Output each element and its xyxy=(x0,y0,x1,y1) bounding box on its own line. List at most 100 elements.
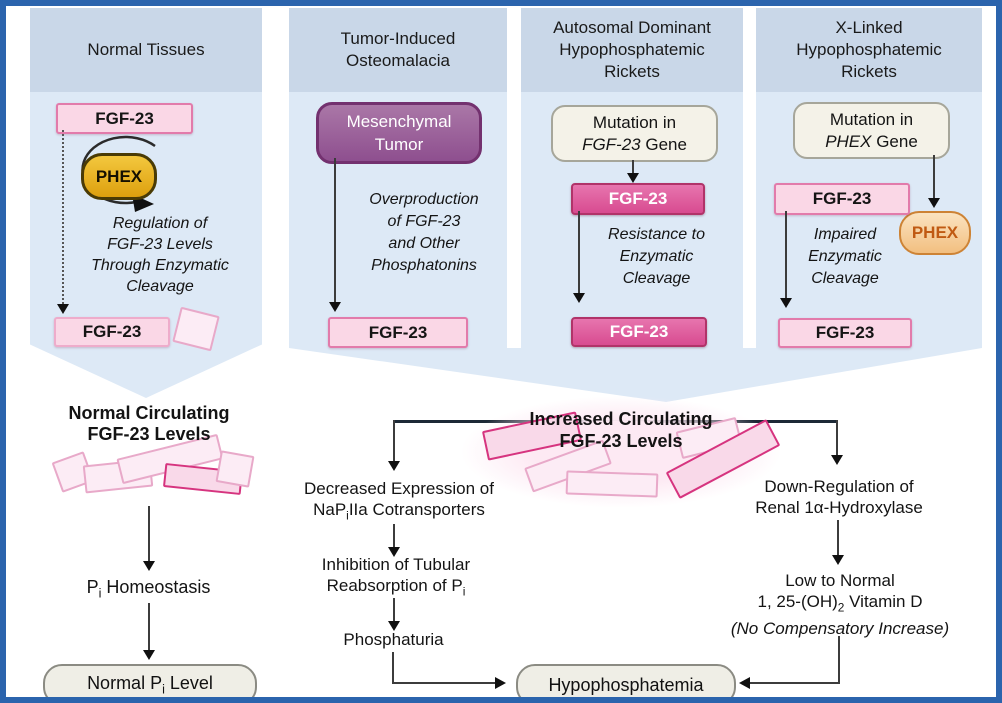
elbow-line xyxy=(392,682,496,684)
vitd-post: Vitamin D xyxy=(844,592,923,611)
fgf23-box-normal-top: FGF-23 xyxy=(56,103,193,134)
arrowhead-down-icon xyxy=(329,302,341,312)
arrowhead-down-icon xyxy=(57,304,69,314)
arrowhead-down-icon xyxy=(780,298,792,308)
phex-label: PHEX xyxy=(911,223,959,242)
line1: Decreased Expression of xyxy=(304,479,494,498)
mutation-gene-line: FGF-23 Gene xyxy=(582,134,687,156)
hypophosphatemia-box: Hypophosphatemia xyxy=(516,664,736,697)
fgf23-fragment xyxy=(565,470,659,498)
arrowhead-down-icon xyxy=(388,461,400,471)
pi-pre: Normal P xyxy=(87,673,163,694)
arrowhead-down-icon xyxy=(831,455,843,465)
phex-enzyme-xlh: PHEX xyxy=(899,211,971,255)
phex-label: PHEX xyxy=(95,166,143,186)
no-compensatory-note: (No Compensatory Increase) xyxy=(730,619,950,639)
fgf23-label: FGF-23 xyxy=(812,189,872,208)
pi-sub: i xyxy=(162,682,165,697)
elbow-line xyxy=(750,682,840,684)
overproduction-note: Overproduction of FGF-23 and Other Phosp… xyxy=(369,191,479,274)
gene-tail: Gene xyxy=(871,131,918,151)
phosphaturia-label: Phosphaturia xyxy=(343,630,444,649)
gene-name: FGF-23 xyxy=(582,134,641,154)
napi-pre: NaP xyxy=(313,500,347,519)
arrowhead-down-icon xyxy=(573,293,585,303)
vitamin-d-label: Low to Normal 1, 25-(OH)2 Vitamin D (No … xyxy=(706,570,974,639)
arrowhead-down-icon xyxy=(143,561,155,571)
pi-sub: i xyxy=(98,586,102,601)
column-title: X-Linked Hypophosphatemic Rickets xyxy=(796,18,942,81)
normal-circulating-title: Normal Circulating FGF-23 Levels xyxy=(68,403,230,444)
arrow-line xyxy=(837,520,839,556)
fgf23-box-tio: FGF-23 xyxy=(328,317,468,348)
pi-pre: Reabsorption of P xyxy=(326,576,463,595)
dotted-cleavage-line xyxy=(62,130,64,304)
mutation-intro: Mutation in xyxy=(829,109,914,129)
inhibition-label: Inhibition of Tubular Reabsorption of Pi xyxy=(296,554,496,602)
fgf23-box-adhr-bottom: FGF-23 xyxy=(571,317,707,347)
column-title: Autosomal Dominant Hypophosphatemic Rick… xyxy=(553,18,711,81)
hypophosphatemia-label: Hypophosphatemia xyxy=(548,674,704,695)
elbow-line xyxy=(838,636,840,684)
arrowhead-down-icon xyxy=(388,621,400,631)
arrow-line xyxy=(148,506,150,562)
arrowhead-down-icon xyxy=(388,547,400,557)
pi-pre: P xyxy=(86,577,99,597)
merge-funnel xyxy=(289,348,982,402)
mutation-gene-line: PHEX Gene xyxy=(825,131,918,153)
mesenchymal-tumor-box: Mesenchymal Tumor xyxy=(316,102,482,164)
arrowhead-left-icon xyxy=(739,677,750,689)
phex-enzyme-normal: PHEX xyxy=(81,153,157,200)
normal-pi-level-box: Normal Pi Level xyxy=(43,664,257,697)
fgf23-label: FGF-23 xyxy=(82,322,142,341)
arrowhead-down-icon xyxy=(627,173,639,183)
arrowhead-right-icon xyxy=(495,677,506,689)
fgf23-label: FGF-23 xyxy=(608,189,668,208)
pi-post: Homeostasis xyxy=(101,577,211,597)
arrowhead-down-icon xyxy=(928,198,940,208)
column-header-adhr: Autosomal Dominant Hypophosphatemic Rick… xyxy=(521,8,743,92)
decreased-expression-label: Decreased Expression of NaPiIIa Cotransp… xyxy=(294,478,504,526)
panel-normal-tissues xyxy=(30,92,262,398)
fgf23-box-adhr-top: FGF-23 xyxy=(571,183,705,215)
napi-post: IIa Cotransporters xyxy=(348,500,485,519)
fgf23-box-normal-bottom: FGF-23 xyxy=(54,317,170,347)
fgf23-label: FGF-23 xyxy=(368,322,428,342)
mutation-fgf23-gene-box: Mutation in FGF-23 Gene xyxy=(551,105,718,162)
regulation-note: Regulation of FGF-23 Levels Through Enzy… xyxy=(91,215,229,295)
arrowhead-down-icon xyxy=(143,650,155,660)
gene-name: PHEX xyxy=(825,131,872,151)
arrow-line xyxy=(393,598,395,622)
arrow-line xyxy=(578,211,580,294)
fgf23-fragment xyxy=(215,450,255,488)
arrow-line xyxy=(933,155,935,199)
elbow-line xyxy=(392,652,394,684)
arrow-line xyxy=(785,211,787,299)
line1: Low to Normal xyxy=(785,571,895,590)
vitd-sub: 2 xyxy=(837,600,845,615)
pi-sub: i xyxy=(462,584,466,599)
pi-homeostasis-label: Pi Homeostasis xyxy=(46,577,251,601)
line2: NaPiIIa Cotransporters xyxy=(313,500,485,523)
normal-pi-level-label: Normal Pi Level xyxy=(87,673,213,697)
line1: Inhibition of Tubular xyxy=(321,555,471,574)
fgf23-label: FGF-23 xyxy=(95,108,154,128)
fgf23-box-xlh-bottom: FGF-23 xyxy=(778,318,912,348)
column-title: Normal Tissues xyxy=(87,40,205,59)
arrow-line xyxy=(393,420,395,462)
arrow-line xyxy=(836,420,838,456)
napi-sub: i xyxy=(346,508,349,523)
fgf23-label: FGF-23 xyxy=(609,322,669,341)
arrow-line xyxy=(632,160,634,174)
gene-tail: Gene xyxy=(640,134,687,154)
column-title: Tumor-Induced Osteomalacia xyxy=(340,29,456,70)
arrow-line xyxy=(334,158,336,304)
resistance-note: Resistance to Enzymatic Cleavage xyxy=(608,226,705,287)
arrow-line xyxy=(393,524,395,548)
pi-post: Level xyxy=(164,673,213,694)
arrow-line xyxy=(148,603,150,651)
column-header-normal-tissues: Normal Tissues xyxy=(30,8,262,92)
arrowhead-down-icon xyxy=(832,555,844,565)
fgf23-box-xlh-top: FGF-23 xyxy=(774,183,910,215)
